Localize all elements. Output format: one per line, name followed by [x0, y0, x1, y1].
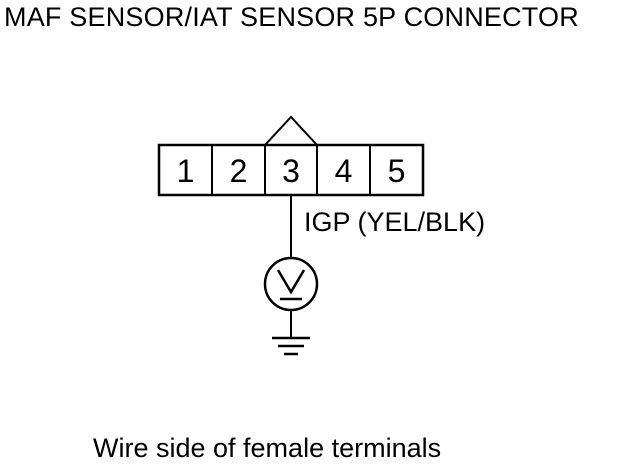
wire-label: IGP (YEL/BLK) — [304, 207, 485, 237]
ground-icon — [272, 336, 310, 356]
voltmeter-icon — [263, 256, 319, 312]
pin-5-label: 5 — [388, 153, 406, 189]
diagram-title: MAF SENSOR/IAT SENSOR 5P CONNECTOR — [4, 2, 579, 32]
connector-lock-tab — [264, 115, 318, 146]
connector-body — [157, 143, 425, 197]
diagram-caption: Wire side of female terminals — [93, 433, 442, 463]
pin-4-label: 4 — [335, 153, 353, 189]
pin-2-label: 2 — [230, 153, 248, 189]
pin-3-label: 3 — [282, 153, 300, 189]
pin-1-label: 1 — [177, 153, 195, 189]
